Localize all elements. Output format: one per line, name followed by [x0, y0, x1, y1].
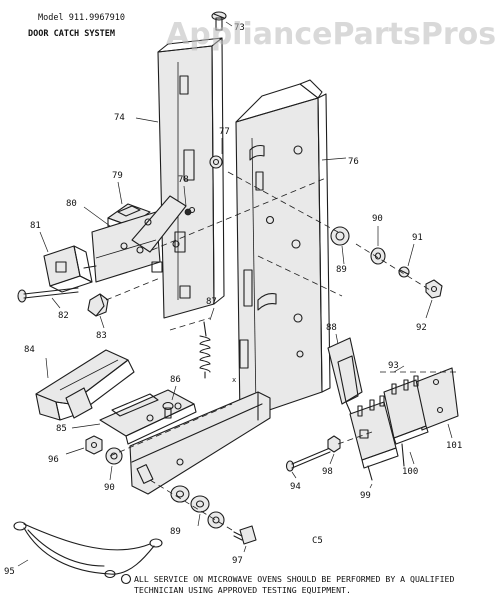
part-84-catch-lever	[35, 349, 135, 421]
callout-87: 87	[206, 297, 217, 307]
part-76-right-bracket: x	[232, 79, 331, 421]
part-94-screw	[285, 447, 331, 472]
model-number: Model 911.9967910	[38, 13, 125, 23]
part-100-switch	[383, 375, 429, 467]
callout-95: 96	[48, 455, 59, 465]
callout-90-lower: 90	[104, 483, 115, 493]
part-91-lockwasher	[398, 266, 410, 278]
section-title: DOOR CATCH SYSTEM	[28, 29, 115, 39]
part-95-nut	[85, 435, 103, 455]
part-76-base-plate	[129, 391, 271, 495]
part-85-actuator-plate	[99, 389, 197, 445]
callout-90: 90	[372, 214, 383, 224]
callout-94: 94	[290, 482, 301, 492]
callout-77: 77	[219, 127, 230, 137]
callout-83: 83	[96, 331, 107, 341]
callout-73: 73	[234, 23, 245, 33]
callout-89-lower: 89	[170, 527, 181, 537]
page-code: C5	[312, 536, 323, 546]
part-99-switch	[349, 395, 399, 481]
svg-text:x: x	[232, 376, 236, 384]
callout-88: 88	[326, 323, 337, 333]
callout-79: 79	[112, 171, 123, 181]
service-note-line-1: ALL SERVICE ON MICROWAVE OVENS SHOULD BE…	[134, 574, 454, 584]
part-80-latch-plate	[91, 195, 187, 283]
service-note-line-2: TECHNICIAN USING APPROVED TESTING EQUIPM…	[134, 585, 351, 595]
part-77-washer	[209, 155, 223, 169]
part-89-washer	[330, 226, 350, 246]
callout-101: 101	[446, 441, 462, 451]
callout-85: 85	[56, 424, 67, 434]
callout-74: 74	[114, 113, 125, 123]
callout-100: 100	[402, 467, 418, 477]
part-88-actuator	[327, 337, 363, 417]
part-83-nut	[87, 293, 109, 317]
part-90b-washer	[105, 447, 123, 465]
callout-99: 99	[360, 491, 371, 501]
callout-93: 93	[388, 361, 399, 371]
watermark-logo: AppliancePartsPros.com	[166, 17, 496, 52]
part-90-washer	[370, 247, 386, 265]
callout-89: 89	[336, 265, 347, 275]
callout-84: 84	[24, 345, 35, 355]
part-89b-washers	[170, 485, 225, 529]
callout-91: 91	[412, 233, 423, 243]
part-74-left-bracket	[157, 37, 225, 319]
callout-98: 98	[322, 467, 333, 477]
part-78-nut	[184, 208, 192, 216]
callout-92: 92	[416, 323, 427, 333]
callout-96: 95	[4, 567, 15, 577]
part-82-screw	[17, 287, 79, 303]
part-98-nut	[327, 435, 341, 453]
part-81-switch	[43, 245, 97, 293]
callout-78: 78	[178, 175, 189, 185]
callout-86: 86	[170, 375, 181, 385]
callout-76: 76	[348, 157, 359, 167]
part-87-spring	[199, 321, 211, 379]
part-97-screw	[233, 525, 257, 545]
part-92-nut	[425, 279, 443, 299]
callout-82: 82	[58, 311, 69, 321]
callout-80: 80	[66, 199, 77, 209]
note-bullet-icon	[120, 573, 132, 585]
callout-81: 81	[30, 221, 41, 231]
part-86-pin	[162, 401, 174, 419]
callout-97: 97	[232, 556, 243, 566]
part-73-screw	[211, 11, 233, 31]
part-96-wire-harness	[13, 521, 163, 579]
